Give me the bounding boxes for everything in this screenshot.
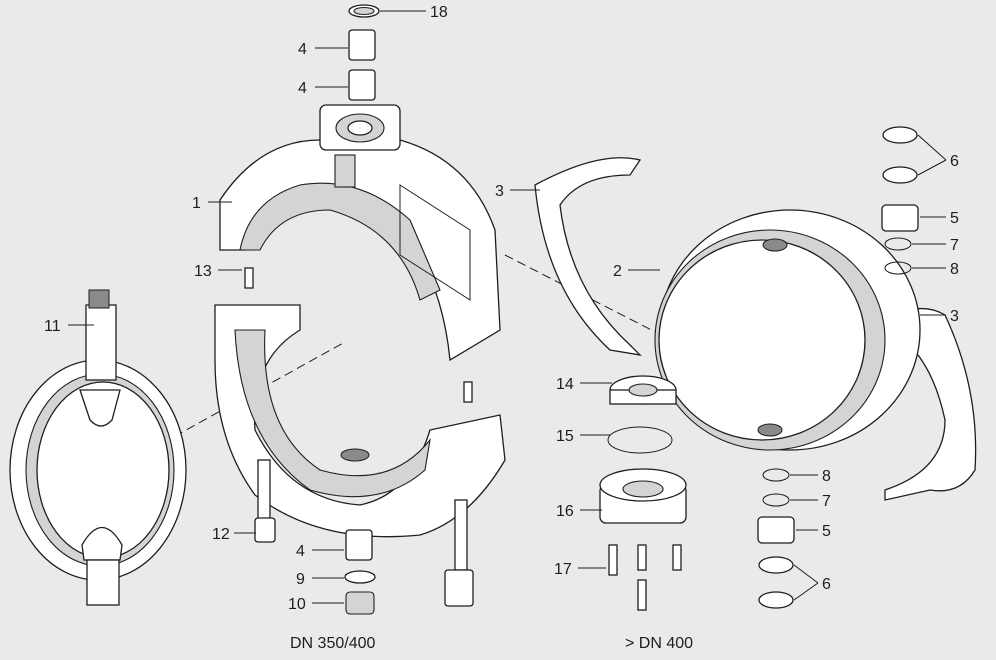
callout-4: 4 <box>298 41 307 58</box>
callout-14: 14 <box>556 376 574 393</box>
callout-6: 6 <box>822 576 831 593</box>
callout-2: 2 <box>613 263 622 280</box>
liner-segment-left <box>534 157 642 356</box>
caption-dn-350-400: DN 350/400 <box>290 635 375 652</box>
callout-9: 9 <box>296 571 305 588</box>
callout-16: 16 <box>556 503 574 520</box>
lower-right-seal-stack <box>757 468 795 609</box>
callout-4: 4 <box>296 543 305 560</box>
valve-disc-with-shaft <box>9 289 187 606</box>
callout-4: 4 <box>298 80 307 97</box>
callout-11: 11 <box>44 318 61 335</box>
lower-bushing-and-plug <box>344 529 376 615</box>
callout-5: 5 <box>822 523 831 540</box>
callout-18: 18 <box>430 4 448 21</box>
valve-body-upper-half <box>219 104 501 362</box>
callout-3: 3 <box>495 183 504 200</box>
callout-3: 3 <box>950 308 959 325</box>
callout-1: 1 <box>192 195 201 212</box>
callout-10: 10 <box>288 596 306 613</box>
shaft-seal-assembly <box>599 375 687 611</box>
valve-body-lower-half <box>214 267 506 607</box>
callout-8: 8 <box>822 468 831 485</box>
upper-right-seal-stack <box>881 126 919 275</box>
callout-5: 5 <box>950 210 959 227</box>
upper-bushings-and-seal <box>348 4 380 101</box>
callout-15: 15 <box>556 428 574 445</box>
seat-ring <box>654 209 921 451</box>
callout-8: 8 <box>950 261 959 278</box>
callout-7: 7 <box>822 493 831 510</box>
callout-6: 6 <box>950 153 959 170</box>
callout-leaders <box>68 10 947 604</box>
callout-17: 17 <box>554 561 572 578</box>
caption-greater-dn-400: > DN 400 <box>625 635 693 652</box>
callout-7: 7 <box>950 237 959 254</box>
callout-12: 12 <box>212 526 230 543</box>
callout-13: 13 <box>194 263 212 280</box>
callout-labels: 18 4 4 1 13 11 12 4 9 10 3 2 14 15 16 17… <box>44 4 959 613</box>
